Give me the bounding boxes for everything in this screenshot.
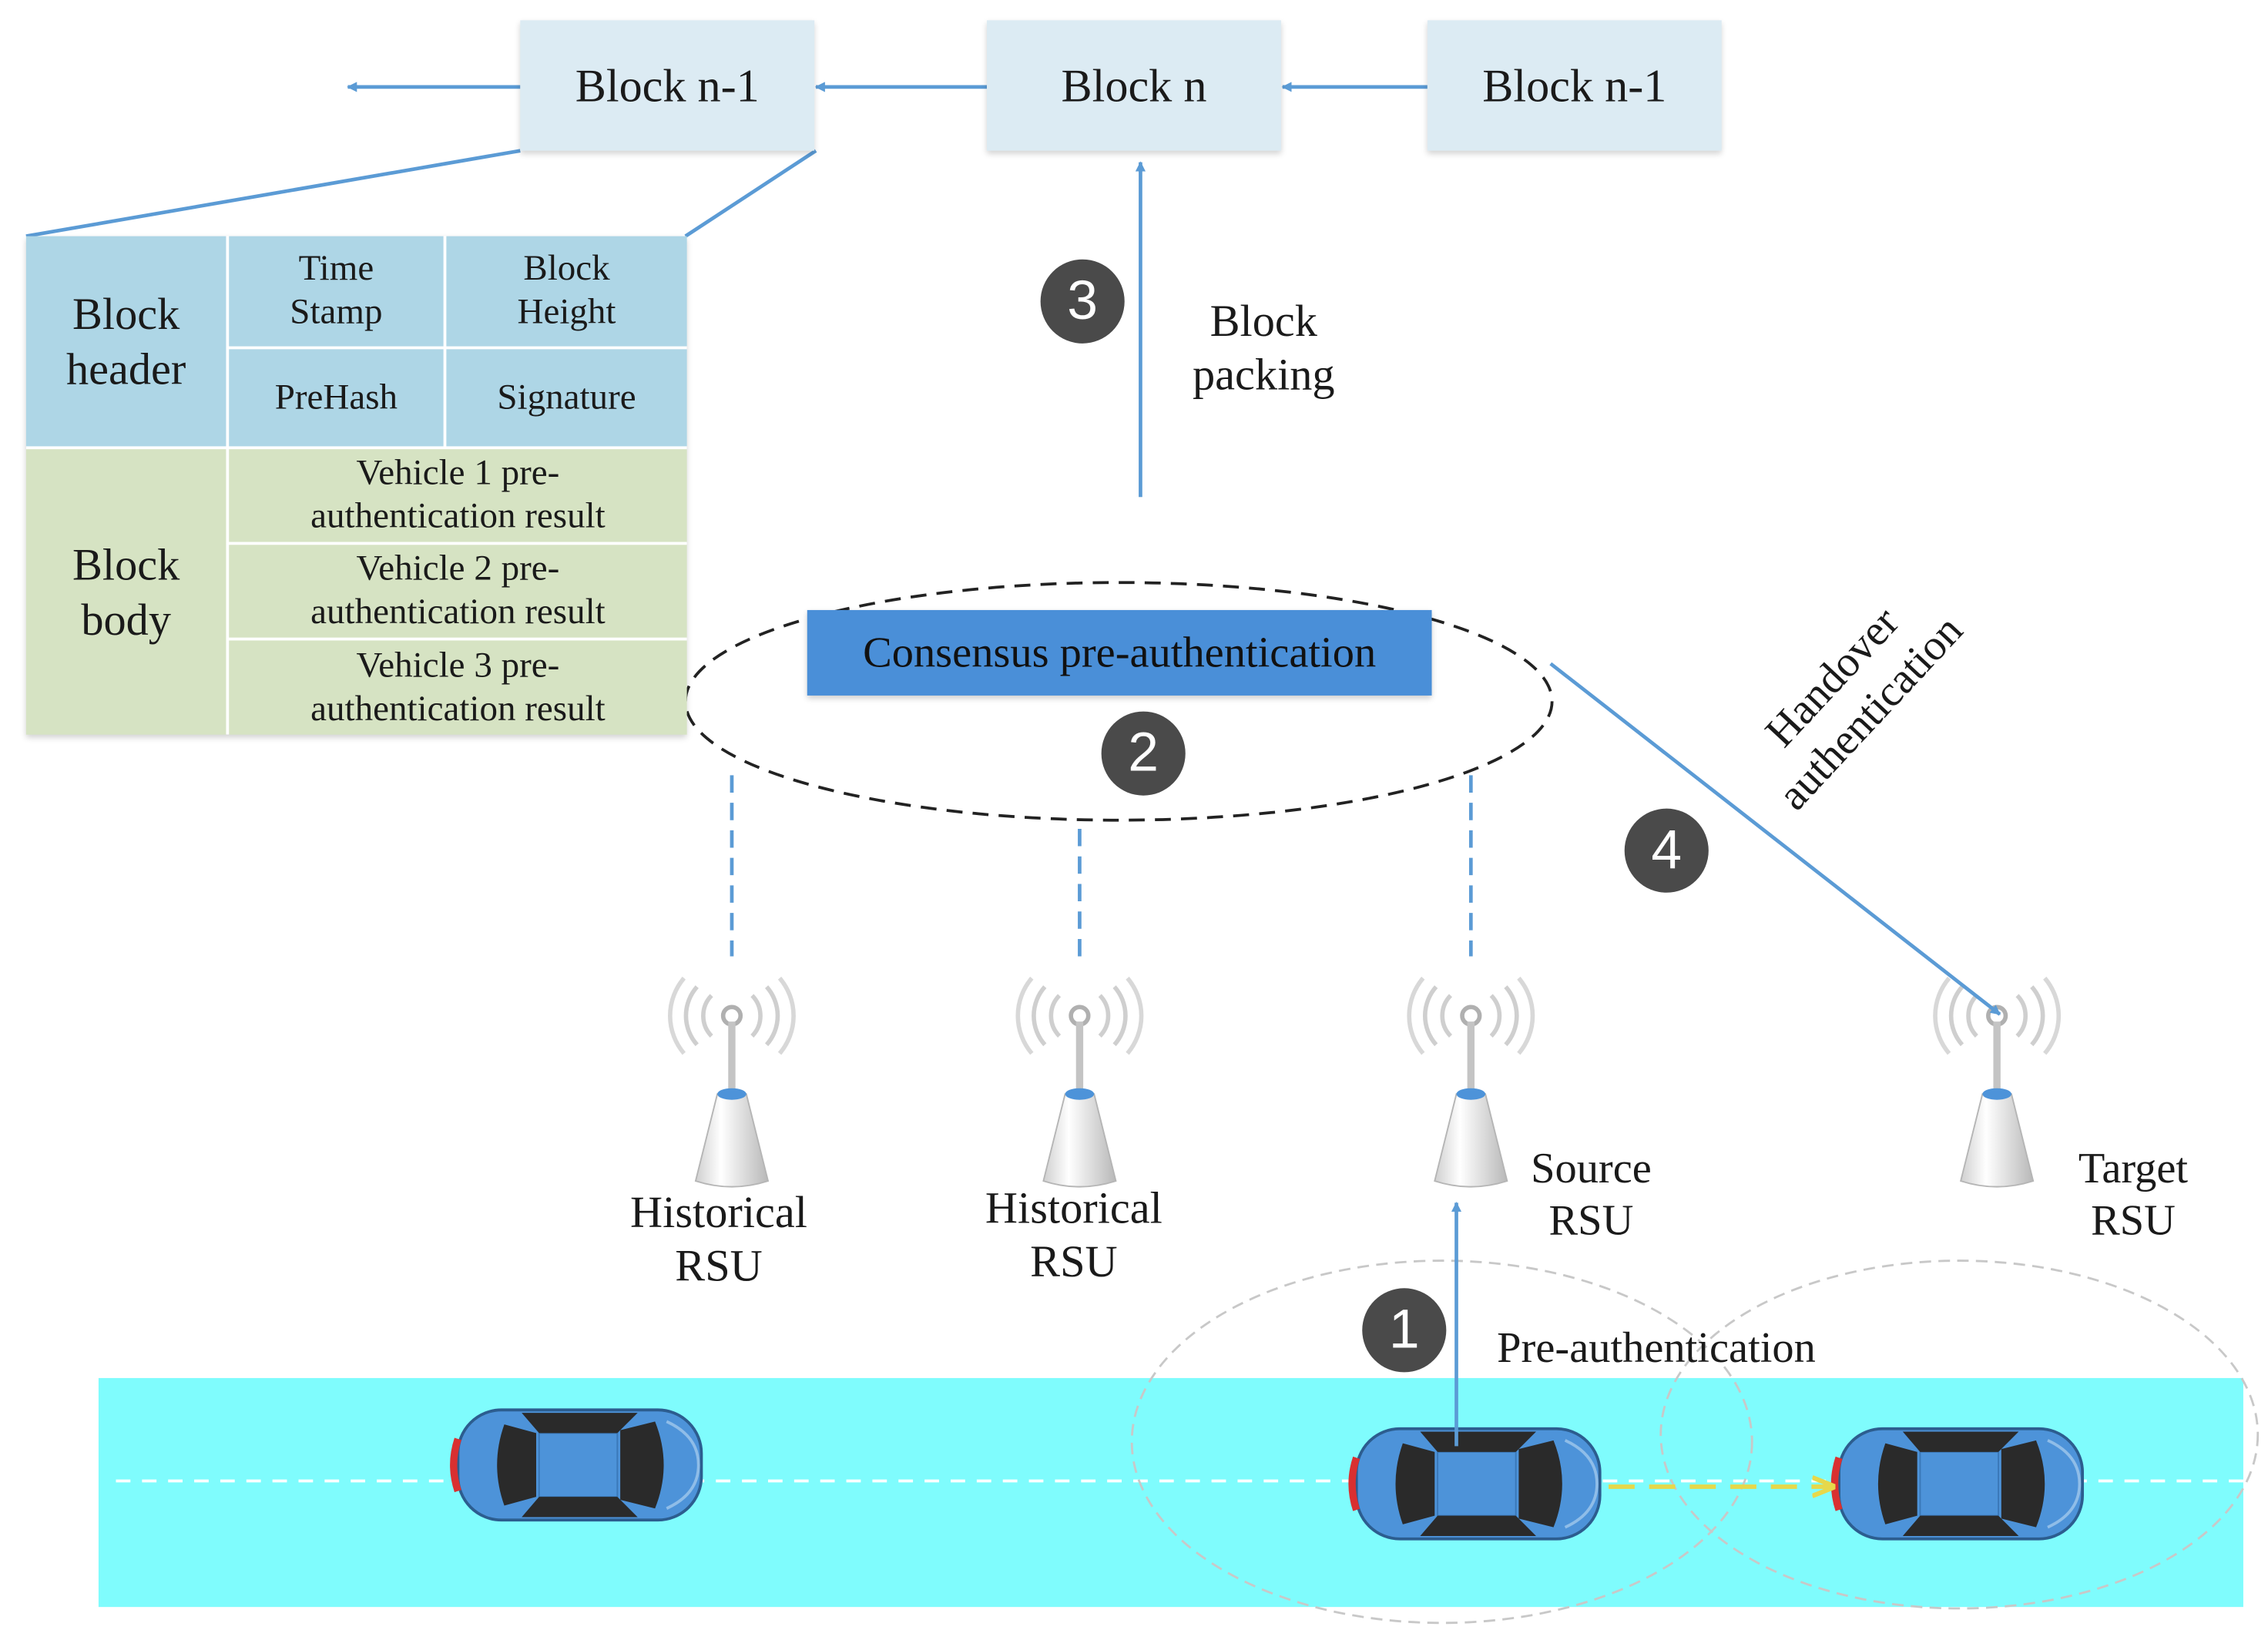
signature-cell: Signature bbox=[446, 349, 687, 447]
source-rsu-coverage bbox=[1130, 1259, 1753, 1625]
step-badge-1: 1 bbox=[1362, 1288, 1447, 1373]
step-badge-4: 4 bbox=[1624, 808, 1709, 893]
step-number: 1 bbox=[1388, 1299, 1420, 1360]
step-number: 2 bbox=[1128, 722, 1159, 783]
block-body-cell: Block body bbox=[25, 449, 226, 735]
target-rsu-coverage bbox=[1659, 1259, 2260, 1610]
block-height-cell: Block Height bbox=[446, 236, 687, 347]
signature-label: Signature bbox=[497, 377, 636, 417]
block-structure-table: Block header Time Stamp Block Height Pre… bbox=[25, 236, 687, 735]
rsu-antenna-icon bbox=[1935, 978, 2058, 1187]
time-stamp-cell: Time Stamp bbox=[229, 236, 444, 347]
block-right-label: Block n-1 bbox=[1482, 59, 1667, 111]
step-number: 4 bbox=[1651, 819, 1683, 880]
vehicle-result-row: Vehicle 3 pre-authentication result bbox=[229, 640, 687, 735]
consensus-ellipse bbox=[683, 581, 1554, 822]
step-number: 3 bbox=[1067, 270, 1099, 331]
expansion-line bbox=[25, 149, 521, 238]
car-icon bbox=[1834, 1429, 2082, 1539]
step-badge-3: 3 bbox=[1040, 259, 1125, 344]
block-center-label: Block n bbox=[1061, 59, 1207, 111]
rsu-antenna-icon bbox=[670, 978, 793, 1187]
consensus-box: Consensus pre-authentication bbox=[807, 609, 1432, 696]
block-left: Block n-1 bbox=[520, 20, 815, 151]
vehicle-1-result: Vehicle 1 pre-authentication result bbox=[310, 453, 606, 537]
block-body-label: Block body bbox=[72, 539, 180, 645]
source-rsu-label: Source RSU bbox=[1531, 1145, 1652, 1245]
pre-authentication-label: Pre-authentication bbox=[1497, 1324, 1816, 1373]
block-left-label: Block n-1 bbox=[575, 59, 760, 111]
block-header-label: Block header bbox=[65, 288, 186, 394]
target-rsu-label: Target RSU bbox=[2078, 1145, 2189, 1245]
handover-arrow bbox=[1549, 662, 2001, 1016]
time-stamp-label: Time Stamp bbox=[290, 249, 383, 332]
prehash-label: PreHash bbox=[274, 377, 398, 417]
rsu-antenna-icon bbox=[1018, 978, 1141, 1187]
expansion-line bbox=[684, 149, 817, 238]
block-header-cell: Block header bbox=[25, 236, 226, 447]
block-center: Block n bbox=[987, 20, 1281, 151]
step-badge-2: 2 bbox=[1101, 711, 1186, 796]
car-icon bbox=[1352, 1429, 1600, 1539]
historical-rsu-1-label: Historical RSU bbox=[630, 1186, 808, 1292]
vehicle-result-row: Vehicle 1 pre-authentication result bbox=[229, 449, 687, 542]
vehicle-2-result: Vehicle 2 pre-authentication result bbox=[310, 548, 606, 632]
block-right: Block n-1 bbox=[1427, 20, 1722, 151]
block-packing-label: Block packing bbox=[1192, 295, 1335, 401]
vehicle-3-result: Vehicle 3 pre-authentication result bbox=[310, 646, 606, 729]
car-icon bbox=[454, 1410, 702, 1520]
block-height-label: Block Height bbox=[517, 249, 616, 332]
prehash-cell: PreHash bbox=[229, 349, 444, 447]
vehicle-result-row: Vehicle 2 pre-authentication result bbox=[229, 545, 687, 638]
historical-rsu-2-label: Historical RSU bbox=[985, 1182, 1163, 1287]
consensus-label: Consensus pre-authentication bbox=[863, 628, 1377, 676]
